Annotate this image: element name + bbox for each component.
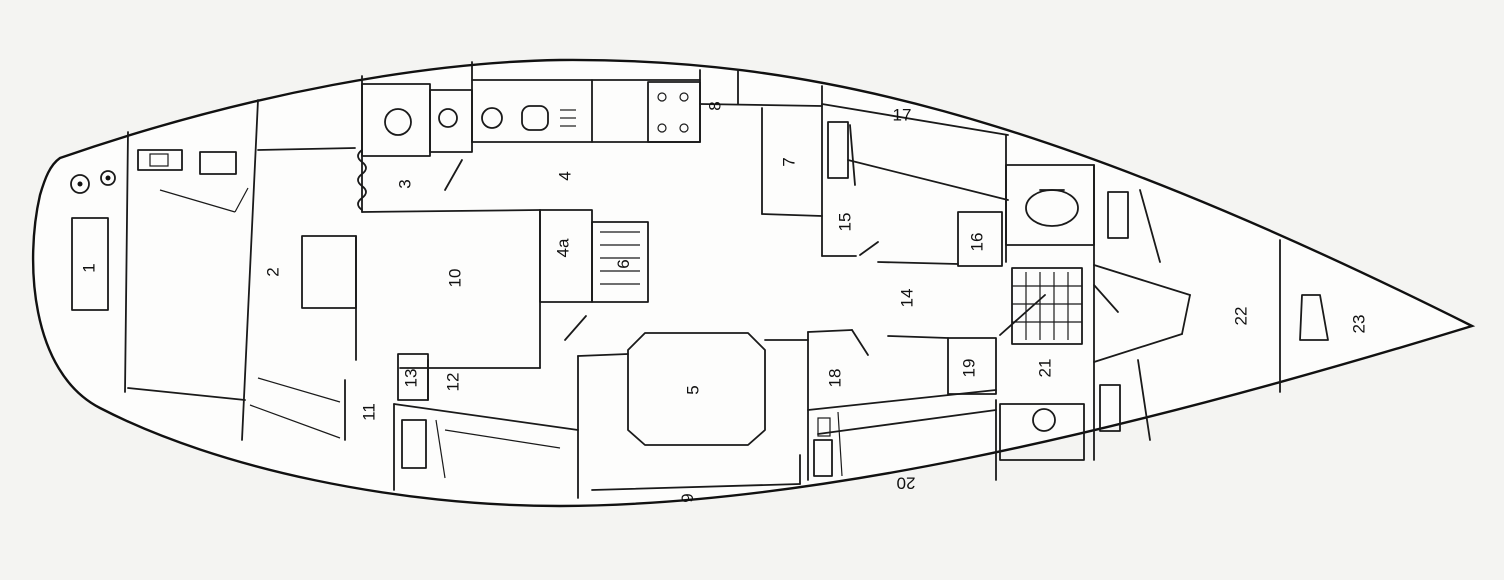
anchor-windlass-icon <box>70 174 90 194</box>
area-label-21: 21 <box>1035 359 1054 378</box>
area-label-10: 10 <box>445 269 464 288</box>
area-label-14: 14 <box>897 289 916 308</box>
area-label-22: 22 <box>1231 307 1250 326</box>
area-label-7: 7 <box>779 157 798 166</box>
area-label-13: 13 <box>401 369 420 388</box>
area-label-6: 6 <box>678 493 697 502</box>
area-label-23: 23 <box>1349 315 1368 334</box>
hull-outline <box>31 58 1476 508</box>
area-label-4a: 4a <box>553 238 572 257</box>
area-label-1: 1 <box>79 263 98 272</box>
area-label-18: 18 <box>825 369 844 388</box>
area-label-5: 5 <box>683 385 702 394</box>
area-labels: 1 2 3 4 4a 5 6 7 8 9 10 11 12 13 14 15 1… <box>79 101 1368 502</box>
area-label-2: 2 <box>263 267 282 276</box>
area-label-15: 15 <box>835 213 854 232</box>
area-label-17: 17 <box>893 105 912 124</box>
area-label-11: 11 <box>359 403 378 421</box>
area-label-20: 20 <box>897 474 916 493</box>
area-label-16: 16 <box>967 233 986 252</box>
area-label-12: 12 <box>443 373 462 392</box>
area-label-3: 3 <box>395 179 414 188</box>
area-label-19: 19 <box>959 359 978 378</box>
bulkheads <box>70 61 1329 499</box>
area-label-9: 9 <box>614 259 633 268</box>
area-label-8: 8 <box>705 101 724 110</box>
area-label-4: 4 <box>555 171 574 180</box>
